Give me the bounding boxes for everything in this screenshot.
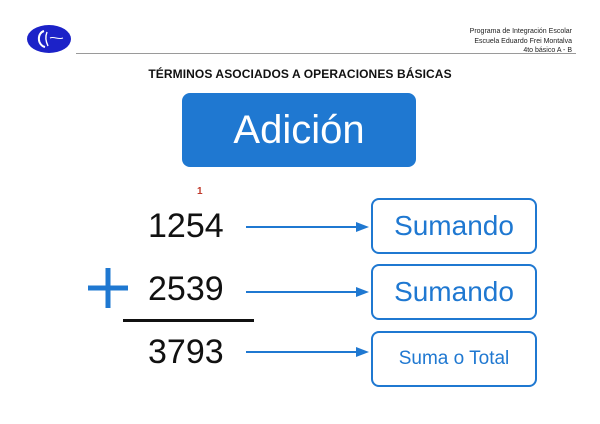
term-box-addend-1: Sumando bbox=[371, 198, 537, 254]
operation-name: Adición bbox=[233, 107, 365, 152]
result-line bbox=[123, 319, 254, 322]
addend-1: 1254 bbox=[148, 207, 224, 245]
header-divider bbox=[76, 53, 576, 54]
operation-banner: Adición bbox=[182, 93, 416, 167]
sum-result: 3793 bbox=[148, 333, 224, 371]
course-label: 4to básico A - B bbox=[523, 47, 572, 54]
school-name: Escuela Eduardo Frei Montalva bbox=[474, 37, 572, 45]
term-box-addend-2: Sumando bbox=[371, 264, 537, 320]
header-info: Programa de Integración Escolar Escuela … bbox=[470, 27, 572, 56]
program-name: Programa de Integración Escolar bbox=[469, 28, 572, 35]
term-label: Suma o Total bbox=[398, 348, 510, 369]
addend-2: 2539 bbox=[148, 270, 224, 308]
term-label: Sumando bbox=[394, 276, 514, 307]
page-title: TÉRMINOS ASOCIADOS A OPERACIONES BÁSICAS bbox=[148, 67, 452, 81]
school-logo bbox=[27, 25, 71, 53]
plus-icon bbox=[88, 268, 128, 308]
term-label: Sumando bbox=[394, 210, 514, 241]
arrow-right-icon bbox=[246, 222, 369, 232]
term-box-sum: Suma o Total bbox=[371, 331, 537, 387]
carry-digit: 1 bbox=[197, 186, 203, 197]
arrow-right-icon bbox=[246, 347, 369, 357]
arrow-right-icon bbox=[246, 287, 369, 297]
